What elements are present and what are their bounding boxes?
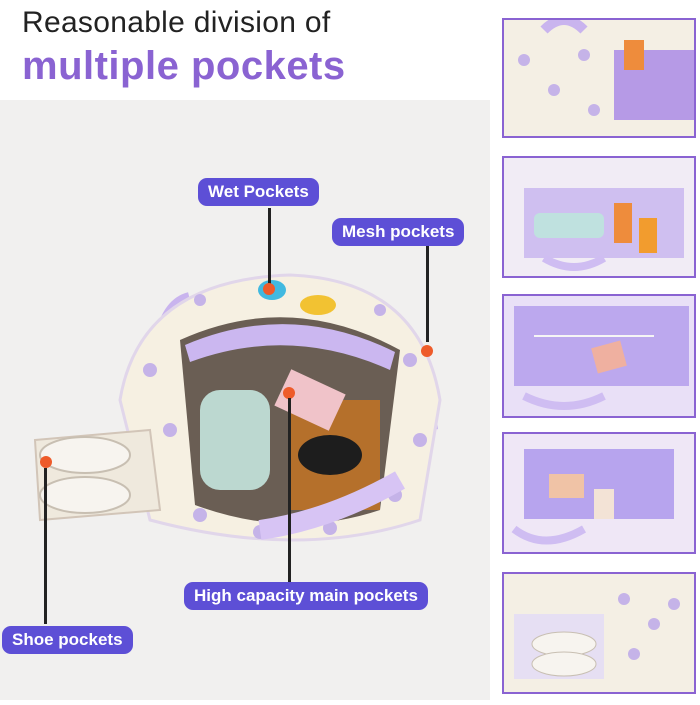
thumb-inner-zipper-image [504, 296, 694, 416]
headline-line-1: Reasonable division of [22, 6, 331, 39]
label-mesh-pockets: Mesh pockets [332, 218, 465, 246]
thumb-phone-pocket-image [504, 434, 694, 552]
thumb-shoe-compartment-image [504, 574, 694, 692]
pointer-mesh [426, 246, 429, 342]
thumb-wet-pocket-image [504, 158, 694, 276]
marker-shoe [40, 456, 52, 468]
thumbnail-shoe-compartment [502, 572, 696, 694]
marker-wet [263, 283, 275, 295]
label-shoe-pockets: Shoe pockets [2, 626, 133, 654]
pointer-wet [268, 208, 271, 288]
pointer-main [288, 398, 291, 584]
thumbnail-side-mesh [502, 18, 696, 138]
pointer-shoe [44, 468, 47, 624]
marker-main [283, 387, 295, 399]
thumbnail-wet-pocket [502, 156, 696, 278]
thumbnail-inner-zipper [502, 294, 696, 418]
label-wet-pockets: Wet Pockets [198, 178, 319, 206]
marker-mesh [421, 345, 433, 357]
thumbnail-phone-pocket [502, 432, 696, 554]
thumb-side-mesh-image [504, 20, 694, 136]
headline-line-2: multiple pockets [22, 44, 346, 88]
label-main-pockets: High capacity main pockets [184, 582, 428, 610]
headline: Reasonable division of multiple pockets [22, 4, 346, 90]
